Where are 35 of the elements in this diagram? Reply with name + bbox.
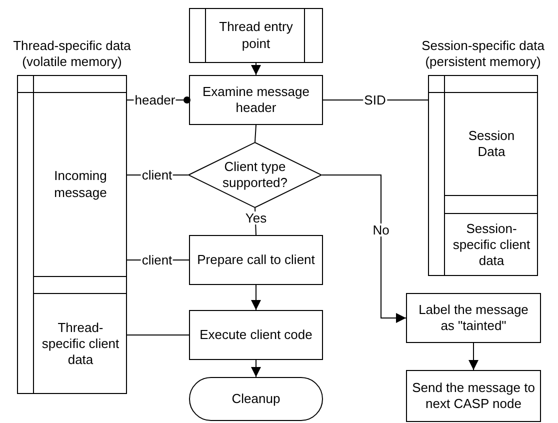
edge-label: header xyxy=(134,94,176,106)
process-box xyxy=(189,235,323,285)
edge-label: No xyxy=(372,224,390,236)
node-label: Session-specific client data xyxy=(452,220,532,270)
store-heading: Session-specific data (persistent memory) xyxy=(420,38,546,70)
store-heading: Thread-specific data (volatile memory) xyxy=(12,38,132,70)
node-label: Client type supported? xyxy=(221,158,289,192)
node-label: Label the message as "tainted" xyxy=(418,302,530,334)
node-label: Examine message header xyxy=(202,84,310,116)
process-box xyxy=(406,293,541,343)
node-label: Session Data xyxy=(467,128,516,160)
arrow xyxy=(251,284,261,310)
node-label: Thread entry point xyxy=(218,19,294,52)
edge-label: SID xyxy=(363,94,387,106)
arrow xyxy=(468,342,478,370)
connector-line xyxy=(126,334,190,336)
edge-label: client xyxy=(140,254,174,266)
terminator-shape xyxy=(189,377,323,421)
arrow xyxy=(251,360,261,378)
arrow xyxy=(322,174,406,323)
predefined-process-box xyxy=(189,8,323,63)
node-label: Cleanup xyxy=(230,390,282,408)
process-box xyxy=(406,370,541,422)
node-label: Incoming message xyxy=(53,168,108,201)
connector-line xyxy=(254,124,256,142)
edge-label: Yes xyxy=(244,212,268,224)
node-label: Thread-specific client data xyxy=(40,320,120,368)
edge-label: client xyxy=(140,168,174,182)
node-label: Prepare call to client xyxy=(196,252,316,268)
process-box xyxy=(189,75,323,125)
process-box xyxy=(189,310,323,360)
decision-diamond xyxy=(188,142,322,208)
node-label: Send the message to next CASP node xyxy=(411,380,536,412)
node-label: Execute client code xyxy=(198,326,314,344)
arrow xyxy=(251,62,261,76)
